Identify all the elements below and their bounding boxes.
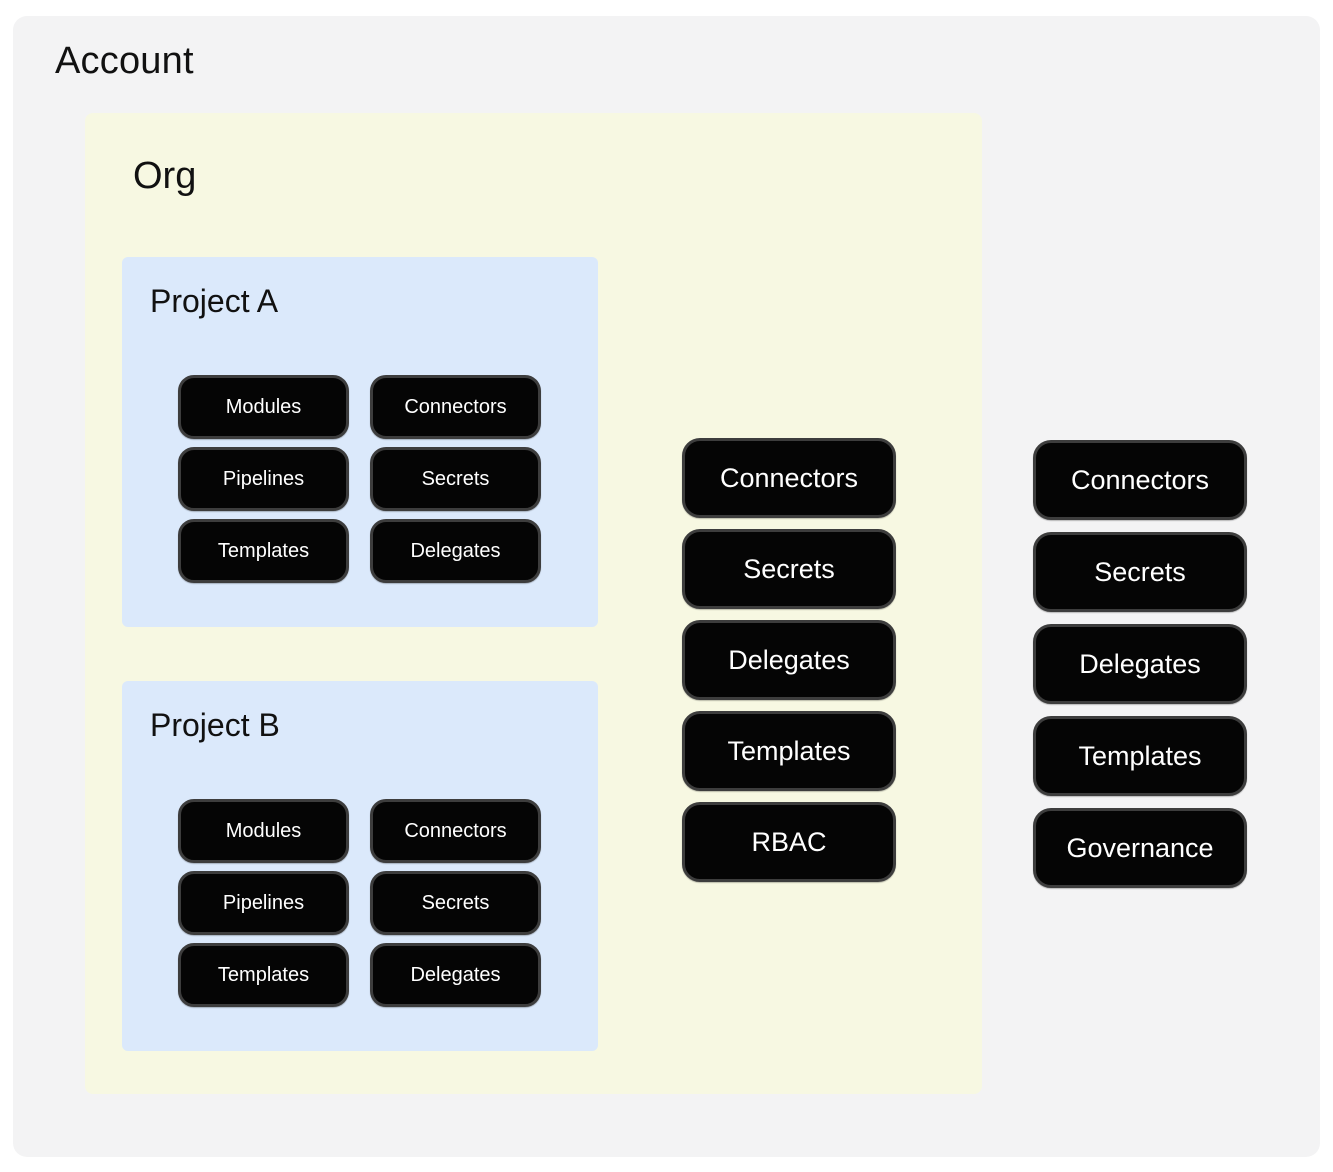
pill-project-b-connectors: Connectors — [370, 799, 541, 863]
pill-project-b-modules: Modules — [178, 799, 349, 863]
project-a-container: Project A Modules Connectors Pipelines S… — [122, 257, 598, 627]
pill-account-secrets: Secrets — [1033, 532, 1247, 612]
pill-org-rbac: RBAC — [682, 802, 896, 882]
pill-project-b-templates: Templates — [178, 943, 349, 1007]
pill-project-b-secrets: Secrets — [370, 871, 541, 935]
pill-project-a-modules: Modules — [178, 375, 349, 439]
org-pill-column: Connectors Secrets Delegates Templates R… — [682, 438, 896, 882]
pill-org-delegates: Delegates — [682, 620, 896, 700]
account-pill-column: Connectors Secrets Delegates Templates G… — [1033, 440, 1247, 888]
pill-project-a-secrets: Secrets — [370, 447, 541, 511]
pill-project-a-pipelines: Pipelines — [178, 447, 349, 511]
pill-account-governance: Governance — [1033, 808, 1247, 888]
org-title: Org — [133, 155, 197, 197]
project-a-title: Project A — [150, 283, 279, 319]
pill-account-connectors: Connectors — [1033, 440, 1247, 520]
pill-project-a-connectors: Connectors — [370, 375, 541, 439]
pill-org-connectors: Connectors — [682, 438, 896, 518]
project-b-title: Project B — [150, 707, 280, 743]
pill-org-templates: Templates — [682, 711, 896, 791]
pill-org-secrets: Secrets — [682, 529, 896, 609]
pill-project-b-pipelines: Pipelines — [178, 871, 349, 935]
project-b-container: Project B Modules Connectors Pipelines S… — [122, 681, 598, 1051]
pill-project-a-delegates: Delegates — [370, 519, 541, 583]
pill-account-delegates: Delegates — [1033, 624, 1247, 704]
pill-account-templates: Templates — [1033, 716, 1247, 796]
project-b-pill-grid: Modules Connectors Pipelines Secrets Tem… — [178, 799, 541, 1007]
pill-project-b-delegates: Delegates — [370, 943, 541, 1007]
account-title: Account — [55, 40, 194, 82]
account-container: Account Org Project A Modules Connectors… — [13, 16, 1320, 1157]
org-container: Org Project A Modules Connectors Pipelin… — [85, 113, 982, 1094]
project-a-pill-grid: Modules Connectors Pipelines Secrets Tem… — [178, 375, 541, 583]
pill-project-a-templates: Templates — [178, 519, 349, 583]
